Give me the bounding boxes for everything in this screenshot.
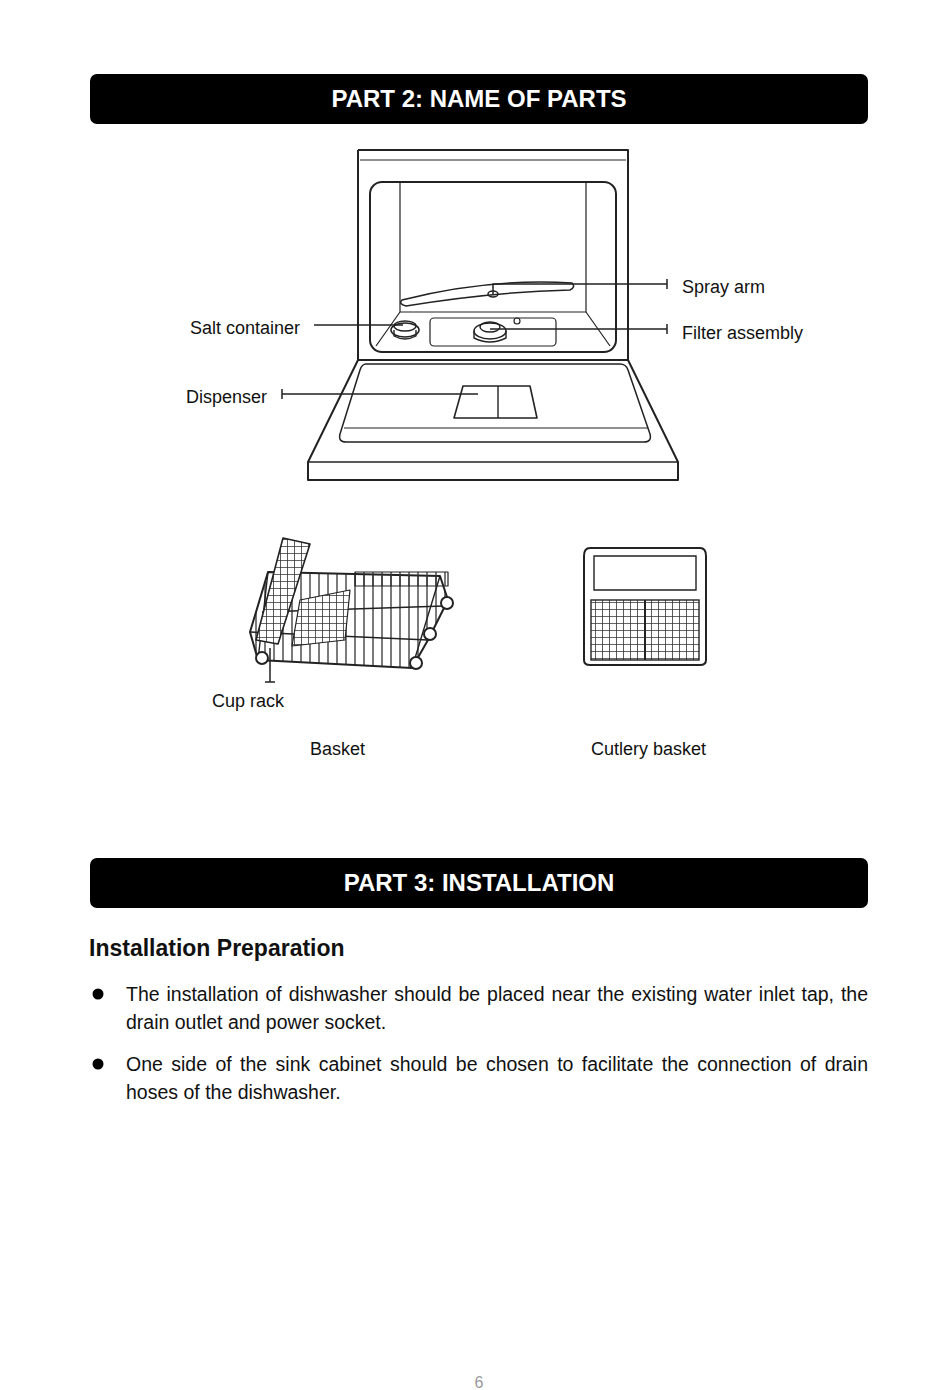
part-name: Cup rack	[212, 690, 284, 712]
bullet-text: One side of the sink cabinet should be c…	[126, 1050, 868, 1106]
dishwasher-drawing	[282, 150, 678, 480]
part-name: Spray arm	[682, 276, 765, 298]
subheading: Installation Preparation	[89, 934, 345, 962]
bullet-text: The installation of dishwasher should be…	[126, 980, 868, 1036]
section-heading: PART 3: INSTALLATION	[344, 869, 615, 897]
part-name: Salt container	[190, 317, 300, 339]
section-band: PART 3: INSTALLATION	[90, 858, 868, 908]
basket-drawing	[250, 538, 453, 682]
section-band: PART 2: NAME OF PARTS	[90, 74, 868, 124]
section-heading: PART 2: NAME OF PARTS	[331, 85, 626, 113]
part-name: Filter assembly	[682, 322, 803, 344]
page-number: 6	[475, 1372, 484, 1390]
part-name: Basket	[310, 738, 365, 760]
part-name: Dispenser	[186, 386, 267, 408]
part-name: Cutlery basket	[591, 738, 706, 760]
bullet-dots	[93, 989, 104, 1070]
cutlery-basket-drawing	[584, 548, 706, 665]
